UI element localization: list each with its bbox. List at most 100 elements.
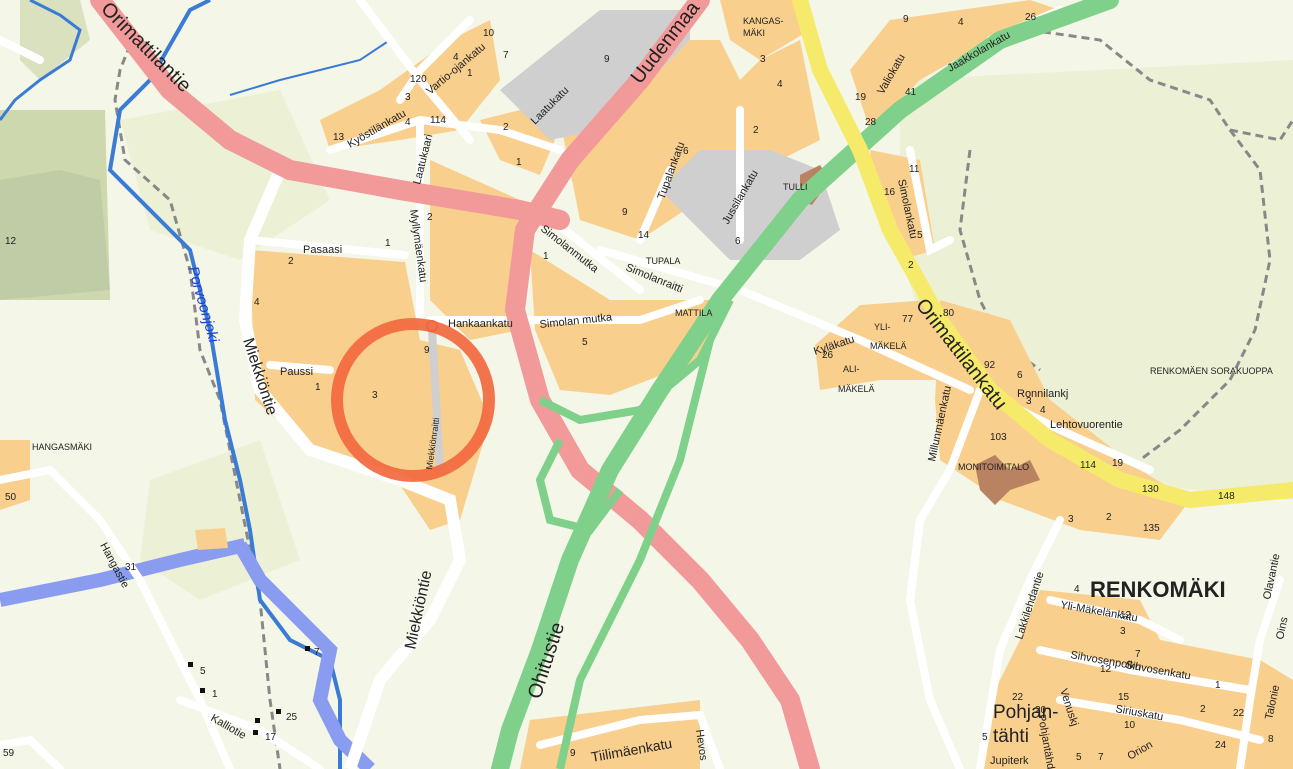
svg-text:9: 9 [622,207,628,218]
label-tupala: TUPALA [646,256,680,266]
svg-text:2: 2 [1200,704,1206,715]
monitoimitalo-building [975,455,1040,505]
svg-text:1: 1 [385,238,391,249]
svg-text:12: 12 [5,236,17,247]
svg-text:9: 9 [604,54,610,65]
svg-text:7: 7 [503,50,509,61]
svg-text:24: 24 [1215,740,1227,751]
svg-text:20: 20 [1035,705,1047,716]
svg-text:6: 6 [683,146,689,157]
industrial-laatukatu [500,10,690,140]
svg-text:59: 59 [3,748,15,759]
svg-text:31: 31 [125,562,137,573]
label-alimakela-2: MÄKELÄ [838,384,875,394]
label-pasaasi: Pasaasi [303,244,342,256]
label-hangasmaki: HANGASMÄKI [32,442,92,452]
svg-text:148: 148 [1218,491,1235,502]
svg-text:2: 2 [427,212,433,223]
road-ohitustie-ramp-2 [535,438,624,535]
svg-text:10: 10 [1124,720,1136,731]
svg-text:7: 7 [1098,752,1104,763]
svg-text:10: 10 [483,28,495,39]
label-pohjantahti-2: tähti [993,726,1029,747]
svg-text:3: 3 [1068,514,1074,525]
road-miekkionraitti [428,329,444,471]
block-renkomaki [980,590,1293,769]
industrial-tulli [660,150,840,260]
label-tulli: TULLI [783,182,808,192]
stream-north [0,0,82,121]
label-renkomaki: RENKOMÄKI [1090,577,1226,602]
svg-text:13: 13 [333,132,345,143]
label-ylimakela-1: YLI- [874,322,891,332]
svg-text:5: 5 [582,337,588,348]
road-uudenmaantie [504,0,820,769]
svg-text:2: 2 [503,122,509,133]
block-small-hangas [195,528,228,550]
svg-text:1: 1 [543,251,549,262]
label-kangasmaki-2: MÄKI [743,28,765,38]
svg-text:1: 1 [315,382,321,393]
svg-text:3: 3 [405,92,411,103]
boundary-line-west [113,44,282,769]
marker-inner-dot [426,320,438,332]
svg-text:1: 1 [1215,680,1221,691]
label-pohjantahti-1: Pohjan- [993,702,1059,723]
svg-text:9: 9 [570,748,576,759]
label-mattila: MATTILA [675,308,712,318]
svg-text:7: 7 [314,647,320,658]
svg-text:2: 2 [908,260,914,271]
svg-text:8: 8 [1268,734,1274,745]
svg-text:130: 130 [1142,484,1159,495]
boundary-line-east [1029,28,1293,142]
svg-text:19: 19 [855,92,867,103]
svg-text:25: 25 [286,712,298,723]
river-west-branch [0,538,247,607]
svg-text:17: 17 [265,732,277,743]
svg-text:4: 4 [405,117,411,128]
road-orimattilantie [90,0,570,230]
label-renkomaen-sorakuoppa: RENKOMÄEN SORAKUOPPA [1150,366,1273,376]
svg-text:26: 26 [822,350,834,361]
block-miekkio-west [250,250,490,530]
label-paussi: Paussi [280,366,313,378]
svg-text:114: 114 [1080,460,1096,471]
svg-text:4: 4 [777,79,783,90]
svg-text:19: 19 [1112,458,1124,469]
svg-text:6: 6 [735,236,741,247]
building-square-icons [188,646,310,735]
svg-text:4: 4 [453,52,459,63]
label-oins: Oins [1274,616,1291,641]
svg-text:2: 2 [753,125,759,136]
stream-northeast [229,39,391,96]
house-numbers: 12 2 1 4 1 3 9 2 13 120 3 4 114 10 4 7 1… [3,12,1274,763]
svg-text:22: 22 [1012,692,1024,703]
svg-text:26: 26 [1025,12,1037,23]
svg-text:114: 114 [430,115,446,126]
svg-text:50: 50 [5,492,17,503]
svg-text:3: 3 [760,54,766,65]
svg-text:5: 5 [917,230,923,241]
svg-text:5: 5 [1076,752,1082,763]
svg-text:28: 28 [865,117,877,128]
road-orimattilankatu [792,0,1293,509]
svg-text:5: 5 [982,732,988,743]
svg-text:2: 2 [1106,512,1112,523]
svg-text:22: 22 [1233,708,1245,719]
svg-text:7: 7 [1135,649,1141,660]
block-kangasmaki [720,0,810,60]
location-marker[interactable] [331,318,495,482]
svg-text:14: 14 [638,230,650,241]
svg-text:12: 12 [1100,664,1112,675]
svg-text:9: 9 [424,345,430,356]
label-alimakela-1: ALI- [843,364,860,374]
svg-text:1: 1 [516,157,522,168]
svg-text:135: 135 [1143,523,1160,534]
svg-text:6: 6 [1017,370,1023,381]
svg-text:3: 3 [372,390,378,401]
svg-text:80: 80 [943,308,955,319]
svg-text:3: 3 [1026,396,1032,407]
svg-text:3: 3 [1120,626,1126,637]
